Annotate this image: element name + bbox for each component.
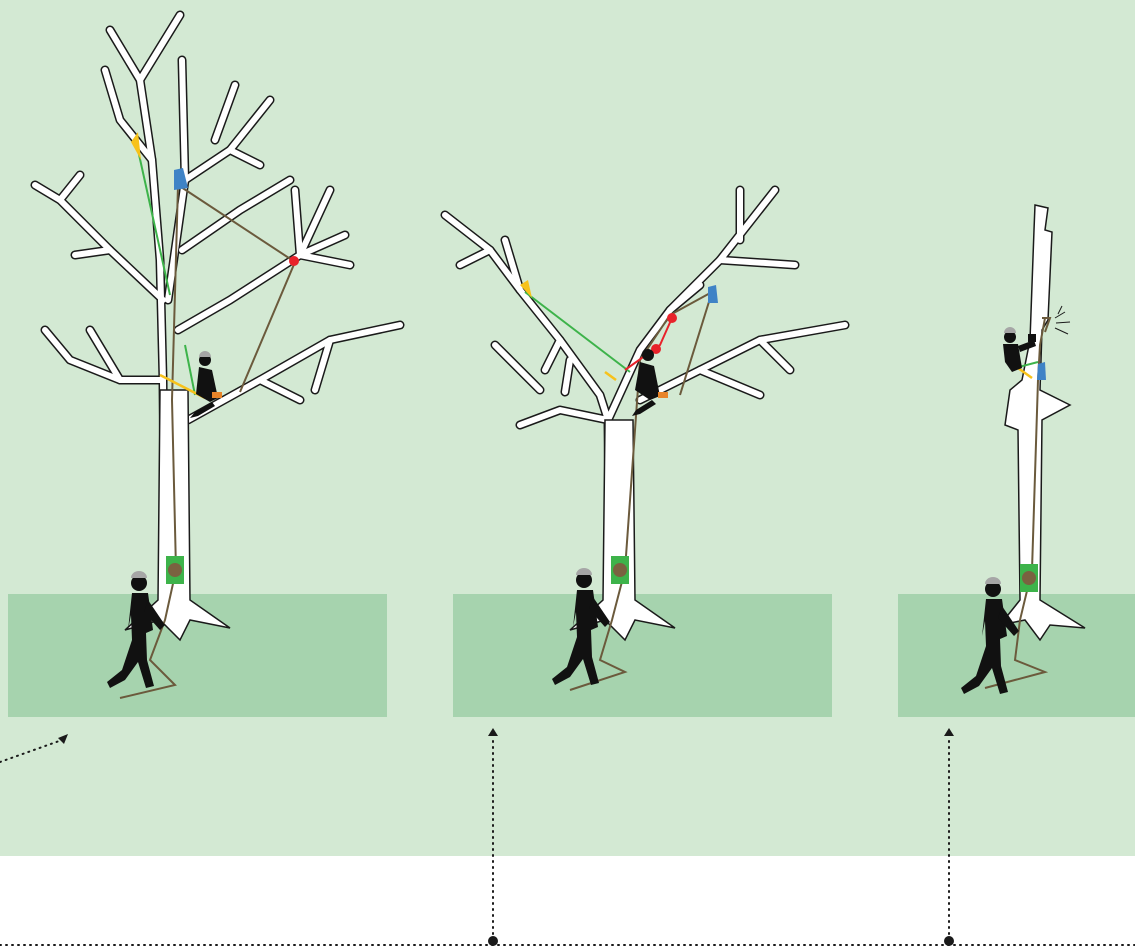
base-wrap-2	[613, 563, 627, 577]
base-wrap-1	[168, 563, 182, 577]
lower-band	[0, 856, 1135, 951]
pulley-icon-3	[1037, 362, 1046, 380]
timeline-dot-2	[488, 936, 498, 946]
base-wrap-3	[1022, 571, 1036, 585]
timeline-dot-3	[944, 936, 954, 946]
connector-1	[289, 256, 299, 266]
connector-2a	[667, 313, 677, 323]
